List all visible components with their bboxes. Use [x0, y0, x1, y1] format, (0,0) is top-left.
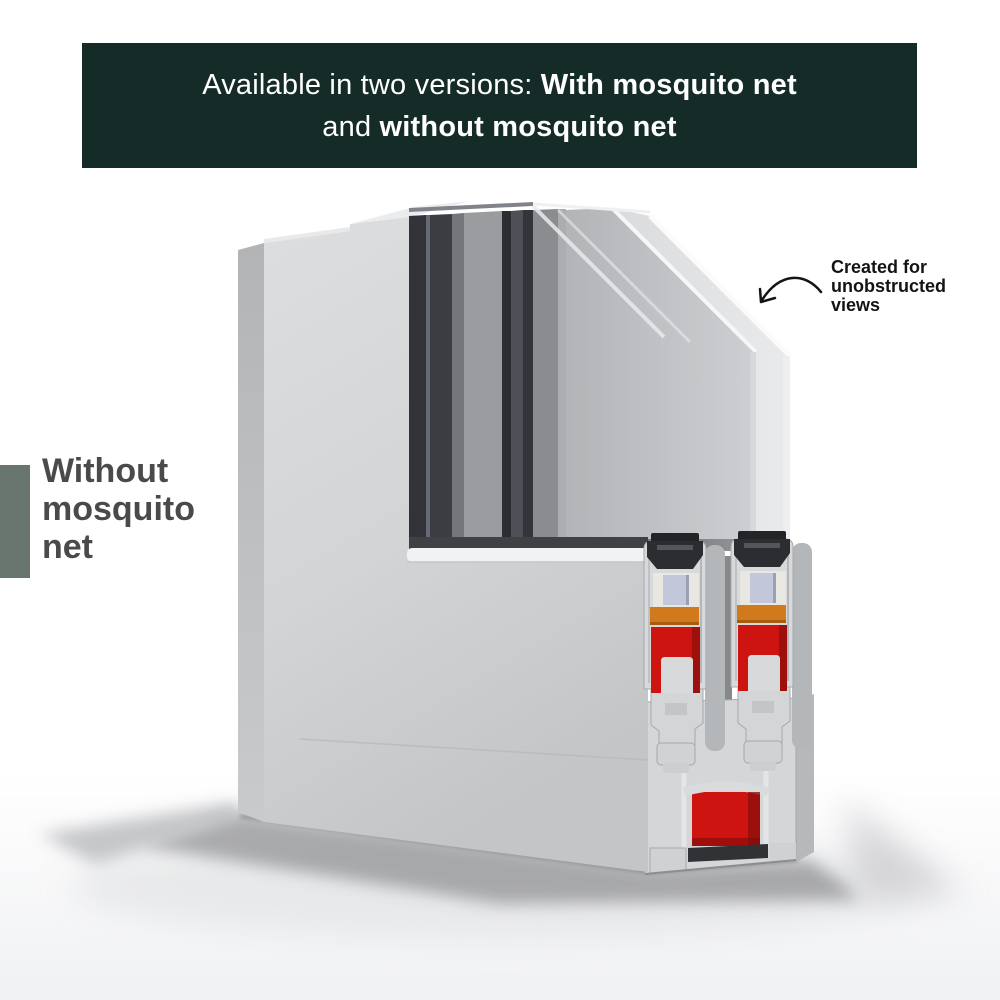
- version-label: Without mosquito net: [42, 452, 195, 566]
- curved-arrow-icon: [758, 276, 823, 304]
- glass-panes: [409, 202, 792, 552]
- banner-text-regular-1: Available in two versions:: [202, 68, 541, 101]
- banner-line-1: Available in two versions: With mosquito…: [202, 64, 797, 106]
- banner-line-2: and without mosquito net: [322, 106, 676, 148]
- banner-text-regular-2: and: [322, 110, 380, 143]
- banner-text-bold-1: With mosquito net: [540, 68, 797, 101]
- sill-lip: [407, 548, 649, 562]
- banner-text-bold-2: without mosquito net: [379, 110, 677, 143]
- annotation-text: Created for unobstructed views: [831, 257, 946, 315]
- banner: Available in two versions: With mosquito…: [82, 43, 917, 168]
- version-label-bar: [0, 465, 30, 578]
- window-frame: [238, 201, 649, 872]
- glazing-spacers: [409, 202, 566, 547]
